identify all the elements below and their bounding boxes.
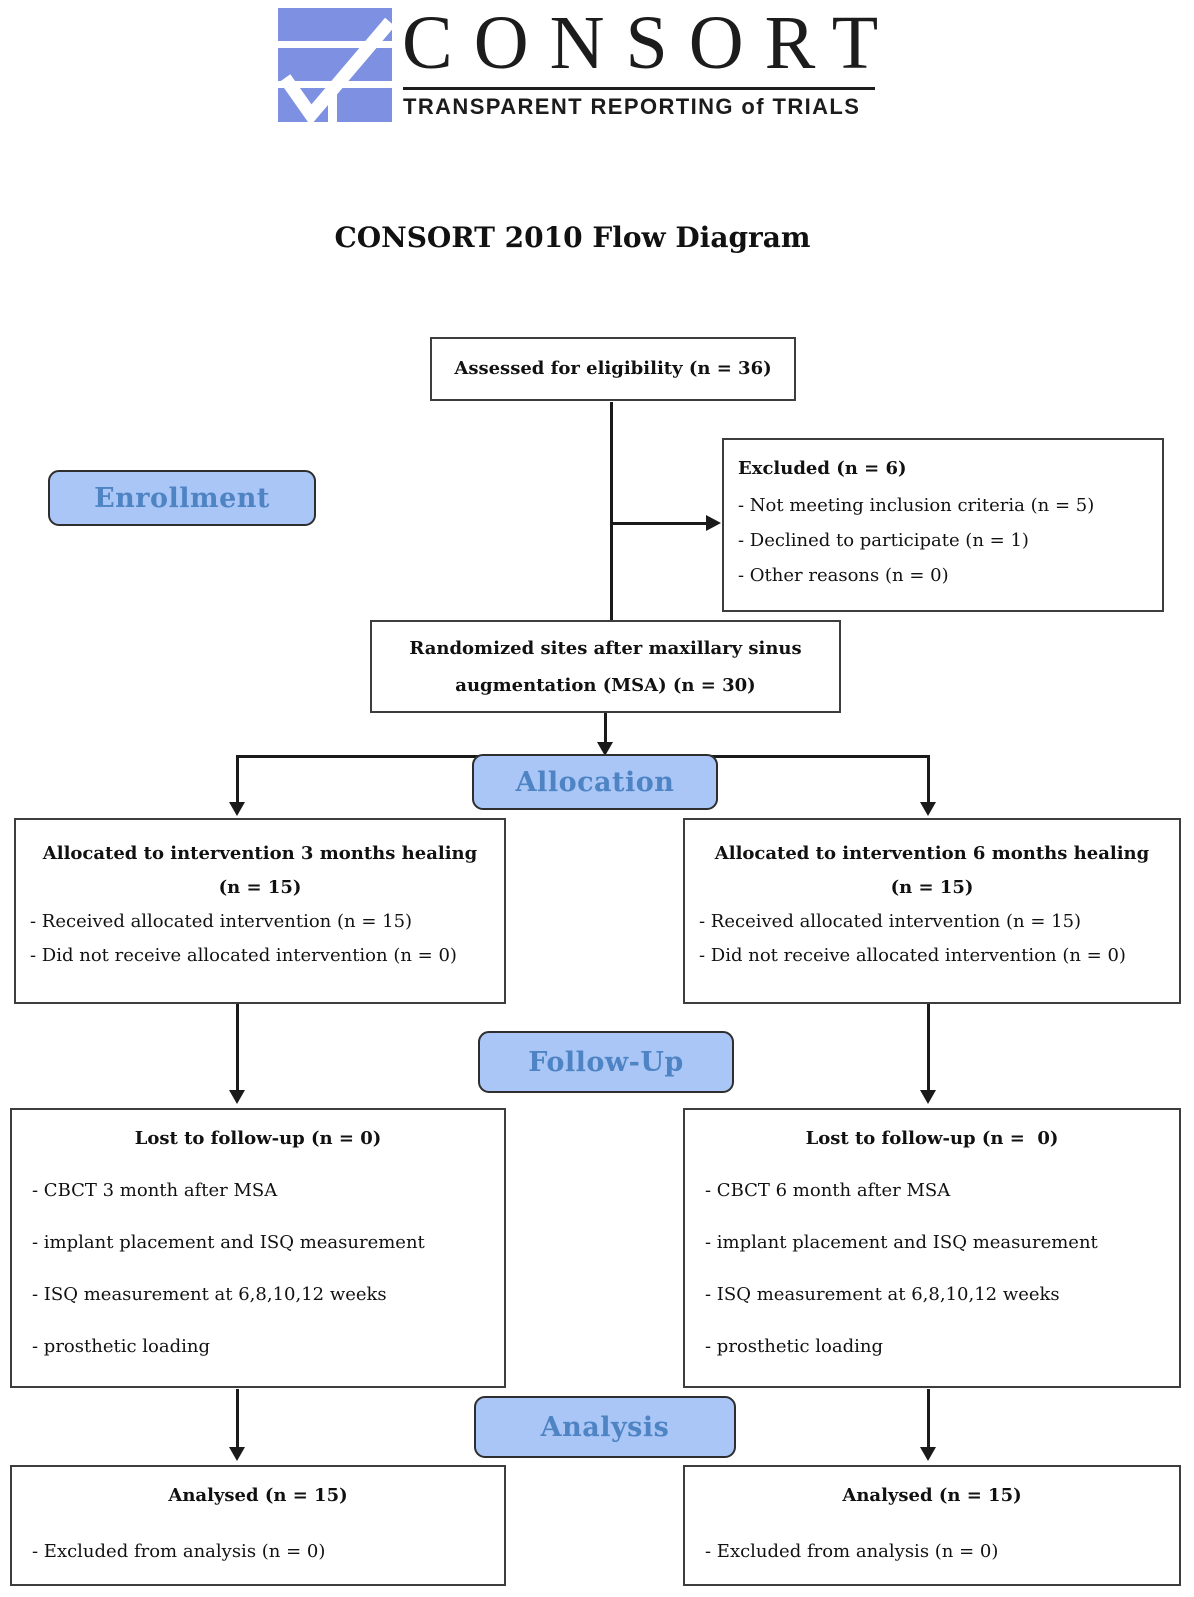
analysed-6m-title: Analysed (n = 15): [842, 1485, 1022, 1506]
followup-3m-items: - CBCT 3 month after MSA - implant place…: [12, 1178, 504, 1360]
arrowhead-down-split: [597, 742, 613, 756]
followup-6m-item: - CBCT 6 month after MSA: [705, 1180, 951, 1201]
connector-followup-to-analysis-right: [927, 1389, 930, 1449]
allocated-3m-item: - Did not receive allocated intervention…: [30, 945, 457, 966]
analysed-3m-item: - Excluded from analysis (n = 0): [32, 1541, 326, 1562]
arrowhead-down-alloc-right: [920, 802, 936, 816]
page-title: CONSORT 2010 Flow Diagram: [334, 221, 811, 254]
assessed-eligibility-box: Assessed for eligibility (n = 36): [430, 337, 796, 401]
stage-label-followup: Follow-Up: [478, 1031, 734, 1093]
followup-3m-item: - CBCT 3 month after MSA: [32, 1180, 278, 1201]
excluded-item: - Not meeting inclusion criteria (n = 5): [738, 495, 1095, 516]
randomized-box: Randomized sites after maxillary sinus a…: [370, 620, 841, 713]
analysed-3-months-box: Analysed (n = 15) - Excluded from analys…: [10, 1465, 506, 1586]
analysed-3m-items: - Excluded from analysis (n = 0): [12, 1539, 504, 1565]
arrowhead-right-excluded: [706, 515, 721, 531]
stage-label-enrollment: Enrollment: [48, 470, 316, 526]
stage-label-analysis-text: Analysis: [540, 1411, 670, 1443]
followup-3m-item: - prosthetic loading: [32, 1336, 210, 1357]
excluded-title: Excluded (n = 6): [738, 458, 907, 479]
stage-label-allocation-text: Allocation: [515, 766, 675, 798]
allocated-6-months-box: Allocated to intervention 6 months heali…: [683, 818, 1181, 1004]
followup-3m-item: - ISQ measurement at 6,8,10,12 weeks: [32, 1284, 387, 1305]
allocated-3m-n: (n = 15): [218, 877, 302, 898]
connector-split-to-alloc-right: [927, 757, 930, 804]
logo-underline: [403, 87, 875, 90]
arrowhead-down-followup-right: [920, 1090, 936, 1104]
allocated-3-months-box: Allocated to intervention 3 months heali…: [14, 818, 506, 1004]
followup-3m-title: Lost to follow-up (n = 0): [134, 1128, 382, 1149]
arrowhead-down-analysis-right: [920, 1447, 936, 1461]
logo-bar: [278, 48, 392, 81]
arrowhead-down-analysis-left: [229, 1447, 245, 1461]
analysed-6m-item: - Excluded from analysis (n = 0): [705, 1541, 999, 1562]
followup-6m-items: - CBCT 6 month after MSA - implant place…: [685, 1178, 1179, 1360]
analysed-6-months-box: Analysed (n = 15) - Excluded from analys…: [683, 1465, 1181, 1586]
connector-split-to-alloc-left: [236, 757, 239, 804]
logo-wordmark: CONSORT: [402, 1, 900, 85]
stage-label-followup-text: Follow-Up: [528, 1046, 684, 1078]
stage-label-analysis: Analysis: [474, 1396, 736, 1458]
logo-bar-gap: [328, 88, 337, 122]
arrowhead-down-alloc-left: [229, 802, 245, 816]
stage-label-allocation: Allocation: [472, 754, 718, 810]
allocated-6m-title: Allocated to intervention 6 months heali…: [714, 843, 1150, 864]
consort-blocks-checkmark-icon: [278, 8, 392, 122]
excluded-items: - Not meeting inclusion criteria (n = 5)…: [738, 488, 1152, 593]
allocated-3m-item: - Received allocated intervention (n = 1…: [30, 911, 413, 932]
allocated-6m-n: (n = 15): [890, 877, 974, 898]
followup-6m-item: - implant placement and ISQ measurement: [705, 1232, 1098, 1253]
randomized-line1: Randomized sites after maxillary sinus: [409, 637, 802, 659]
followup-3m-item: - implant placement and ISQ measurement: [32, 1232, 425, 1253]
excluded-box: Excluded (n = 6) - Not meeting inclusion…: [722, 438, 1164, 612]
followup-6-months-box: Lost to follow-up (n = 0) - CBCT 6 month…: [683, 1108, 1181, 1388]
assessed-eligibility-text: Assessed for eligibility (n = 36): [454, 358, 772, 379]
connector-assessed-to-randomized: [610, 402, 613, 621]
connector-followup-to-analysis-left: [236, 1389, 239, 1449]
allocated-3m-title: Allocated to intervention 3 months heali…: [42, 843, 478, 864]
followup-6m-item: - ISQ measurement at 6,8,10,12 weeks: [705, 1284, 1060, 1305]
followup-6m-title: Lost to follow-up (n = 0): [805, 1128, 1059, 1149]
allocated-3m-items: - Received allocated intervention (n = 1…: [16, 905, 504, 973]
allocated-6m-item: - Did not receive allocated intervention…: [699, 945, 1126, 966]
checkmark-icon: [279, 17, 392, 122]
analysed-3m-title: Analysed (n = 15): [168, 1485, 348, 1506]
connector-randomized-to-split: [604, 713, 607, 744]
followup-6m-item: - prosthetic loading: [705, 1336, 883, 1357]
analysed-6m-items: - Excluded from analysis (n = 0): [685, 1539, 1179, 1565]
connector-alloc-to-followup-right: [927, 1004, 930, 1092]
randomized-line2: augmentation (MSA) (n = 30): [455, 674, 756, 696]
allocated-6m-item: - Received allocated intervention (n = 1…: [699, 911, 1082, 932]
connector-to-excluded: [611, 522, 707, 525]
excluded-item: - Other reasons (n = 0): [738, 565, 949, 586]
followup-3-months-box: Lost to follow-up (n = 0) - CBCT 3 month…: [10, 1108, 506, 1388]
logo-tagline: TRANSPARENT REPORTING of TRIALS: [403, 94, 861, 119]
stage-label-enrollment-text: Enrollment: [94, 482, 270, 514]
arrowhead-down-followup-left: [229, 1090, 245, 1104]
connector-alloc-to-followup-left: [236, 1004, 239, 1092]
allocated-6m-items: - Received allocated intervention (n = 1…: [685, 905, 1179, 973]
excluded-item: - Declined to participate (n = 1): [738, 530, 1029, 551]
